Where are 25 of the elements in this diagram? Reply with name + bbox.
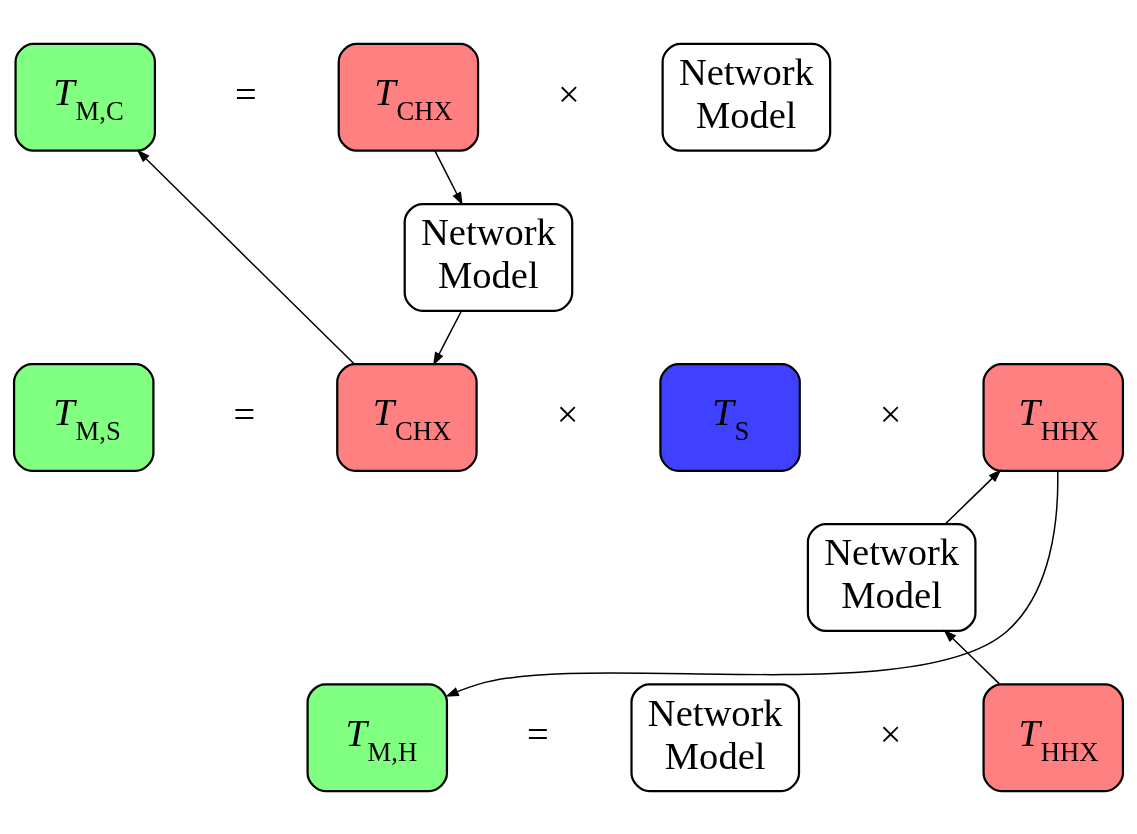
node-box: T$_{CHX}$ — [336, 362, 478, 472]
node-box: T$_{M,C}$ — [14, 42, 156, 152]
label: × — [879, 712, 902, 755]
node-box: Network Model — [661, 42, 832, 152]
node-box: T$_{HHX}$ — [982, 362, 1125, 472]
label: = — [234, 72, 257, 115]
label: × — [879, 392, 902, 435]
arrow — [434, 149, 463, 206]
label: = — [526, 712, 549, 755]
node-box: T$_{M,S}$ — [12, 362, 155, 472]
arrow — [943, 628, 1001, 685]
arrow — [944, 468, 1002, 524]
node-box: T$_{S}$ — [659, 362, 801, 472]
arrow — [445, 469, 1059, 697]
node-box: Network Model — [630, 682, 801, 792]
node-box: T$_{HHX}$ — [982, 682, 1125, 792]
node-box: T$_{CHX}$ — [337, 42, 480, 152]
label: × — [556, 392, 579, 435]
node-box: T$_{M,H}$ — [306, 682, 449, 792]
arrow — [136, 149, 355, 365]
node-box: Network Model — [806, 522, 977, 632]
arrow — [433, 309, 463, 366]
label: = — [233, 392, 256, 435]
node-box: Network Model — [403, 202, 574, 312]
label: × — [558, 72, 580, 115]
